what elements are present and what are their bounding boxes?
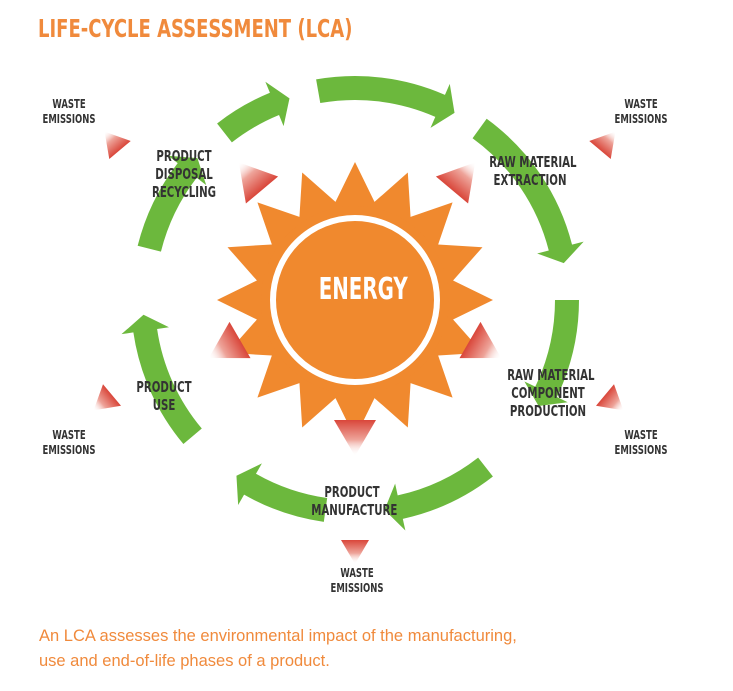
outer-triangle	[104, 131, 131, 159]
outer-triangle-shape	[596, 384, 624, 411]
diagram-title: LIFE-CYCLE ASSESSMENT (LCA)	[38, 14, 353, 43]
outer-triangle-shape	[341, 540, 369, 564]
cycle-arrow	[217, 81, 290, 143]
outer-triangle-shape	[93, 384, 121, 411]
waste-triangles	[93, 131, 624, 564]
stage-label-line: PRODUCT	[156, 147, 212, 165]
cycle-arrow	[472, 118, 584, 264]
inner-triangle-shape	[435, 162, 476, 204]
energy-sun	[217, 162, 493, 438]
inner-triangle-shape	[459, 321, 502, 359]
caption-line: An LCA assesses the environmental impact…	[39, 627, 517, 645]
inner-triangle	[208, 321, 251, 359]
stage-label-line: EXTRACTION	[493, 171, 567, 189]
cycle-arrow	[316, 75, 455, 128]
outer-triangle	[596, 384, 624, 411]
stage-label-line: PRODUCT	[136, 378, 192, 396]
stage-product-use: PRODUCT USE	[123, 378, 205, 414]
caption: An LCA assesses the environmental impact…	[39, 624, 699, 674]
stage-label-line: DISPOSAL	[155, 165, 213, 183]
inner-triangle-shape	[334, 420, 376, 456]
outer-triangle-shape	[589, 131, 616, 159]
inner-triangle	[334, 420, 376, 456]
inner-triangle-shape	[238, 162, 279, 204]
cycle-arrow	[384, 457, 493, 531]
stage-raw-material-component-production: RAW MATERIAL COMPONENT PRODUCTION	[507, 366, 595, 420]
inner-triangle-shape	[208, 321, 251, 359]
stage-label-line: RECYCLING	[151, 183, 217, 201]
outer-triangle	[341, 540, 369, 564]
inner-triangle	[435, 162, 476, 204]
stage-product-disposal-recycling: PRODUCT DISPOSAL RECYCLING	[143, 147, 225, 201]
stage-label-line: COMPONENT	[511, 384, 585, 402]
outer-triangle	[93, 384, 121, 411]
stage-product-manufacture: PRODUCT MANUFACTURE	[311, 483, 398, 519]
stage-label-line: PRODUCTION	[509, 402, 587, 420]
stage-label-line: MANUFACTURE	[311, 501, 398, 519]
stage-label-line: PRODUCT	[324, 483, 380, 501]
cycle-arrow	[121, 314, 202, 444]
cycle-arrow	[137, 155, 207, 252]
sun-ring	[270, 215, 440, 385]
stage-label-line: USE	[152, 396, 176, 414]
caption-line: use and end-of-life phases of a product.	[39, 652, 330, 670]
stage-raw-material-extraction: RAW MATERIAL EXTRACTION	[489, 153, 577, 189]
cycle-arrow	[524, 300, 579, 406]
energy-label: ENERGY	[318, 272, 408, 307]
stage-label-line: RAW MATERIAL	[507, 366, 595, 384]
cycle-arrow	[236, 463, 328, 522]
stage-label-line: RAW MATERIAL	[489, 153, 577, 171]
sun-disc	[261, 206, 449, 394]
inner-triangle	[459, 321, 502, 359]
outer-triangle	[589, 131, 616, 159]
inner-triangle	[238, 162, 279, 204]
cycle-ring	[121, 75, 584, 531]
outer-triangle-shape	[104, 131, 131, 159]
